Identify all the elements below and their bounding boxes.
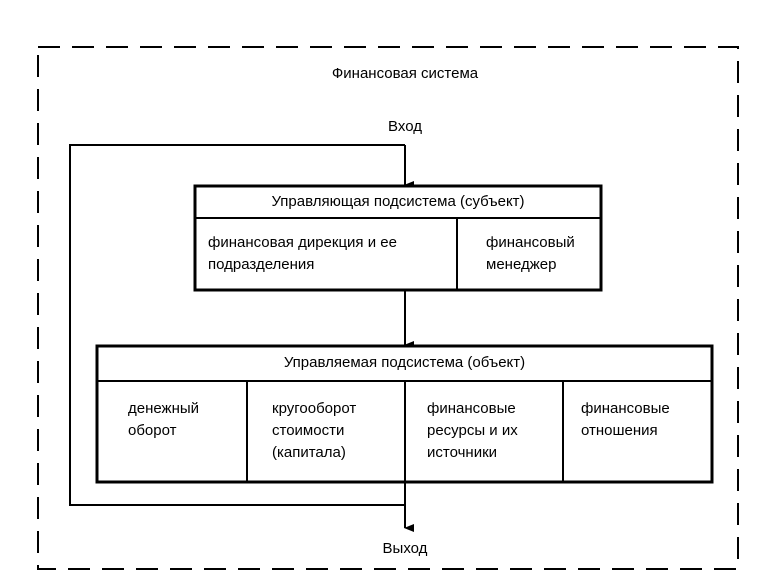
system-title: Финансовая система	[331, 65, 479, 82]
cell-line: финансовый	[486, 234, 575, 251]
cell-line: менеджер	[486, 256, 557, 273]
cell-line: источники	[427, 444, 498, 461]
cell-line: оборот	[128, 422, 177, 439]
cell-line: ресурсы и их	[427, 422, 518, 439]
controlling-subsystem-box	[193, 184, 603, 292]
controlled-subsystem-box	[95, 344, 714, 484]
input-label: Вход	[388, 118, 422, 135]
output-label: Выход	[382, 540, 428, 557]
cell-line: финансовая дирекция и ее	[208, 234, 397, 251]
cell-line: стоимости	[272, 422, 345, 439]
cell-line: отношения	[581, 422, 658, 439]
cell-line: финансовые	[581, 400, 670, 417]
cell-line: кругооборот	[272, 400, 357, 417]
cell-line: денежный	[128, 400, 200, 417]
controlled-cell-financial-relations: финансовые отношения	[581, 398, 709, 442]
system-boundary	[37, 46, 739, 570]
cell-line: подразделения	[208, 256, 315, 273]
controlled-cell-financial-resources: финансовые ресурсы и их источники	[427, 398, 559, 464]
cell-line: (капитала)	[272, 444, 346, 461]
controlled-cell-capital-circulation: кругооборот стоимости (капитала)	[272, 398, 402, 464]
controlled-subsystem-header: Управляемая подсистема (объект)	[283, 354, 526, 371]
cell-line: финансовые	[427, 400, 516, 417]
controlling-cell-finance-manager: финансовый менеджер	[486, 232, 598, 276]
controlled-cell-money-turnover: денежный оборот	[128, 398, 243, 442]
controlling-cell-finance-directorate: финансовая дирекция и ее подразделения	[208, 232, 453, 276]
feedback-loop	[69, 144, 405, 506]
controlling-subsystem-header: Управляющая подсистема (субъект)	[271, 193, 525, 210]
